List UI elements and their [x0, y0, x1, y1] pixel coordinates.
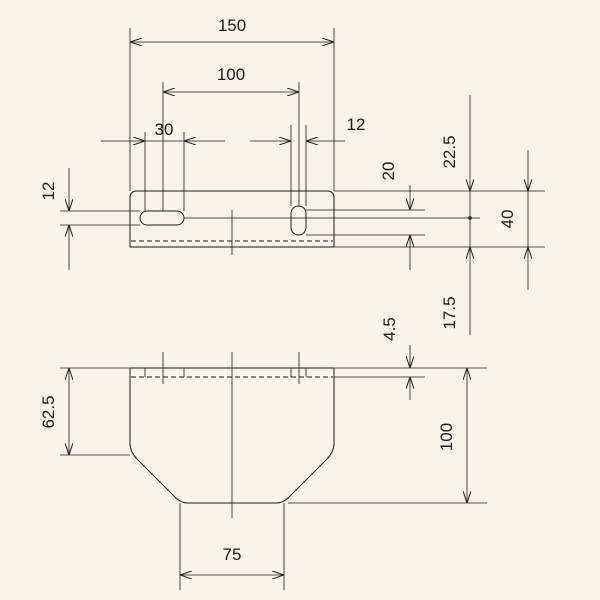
dimension-62-5: 62.5	[39, 368, 69, 455]
dimension-100-vertical: 100	[437, 368, 467, 503]
dimension-12-vertical-label: 12	[39, 182, 58, 201]
dimension-20: 20	[379, 162, 410, 270]
dimension-100-label: 100	[217, 65, 245, 84]
dimension-17-5-label: 17.5	[440, 296, 459, 329]
dimension-150-label: 150	[218, 16, 246, 35]
dimension-17-5: 17.5	[440, 247, 470, 335]
top-view	[129, 190, 335, 255]
dimension-40: 40	[498, 150, 528, 290]
dimension-75-label: 75	[223, 545, 242, 564]
dimension-100: 100	[163, 65, 299, 92]
dimension-30: 30	[101, 120, 225, 141]
dimension-22-5-label: 22.5	[440, 135, 459, 168]
dimension-4-5-label: 4.5	[380, 317, 399, 341]
left-slot	[139, 210, 185, 226]
center-point	[468, 216, 472, 220]
right-slot	[290, 205, 307, 236]
dimension-75: 75	[180, 545, 284, 575]
front-view-extension-lines	[60, 367, 487, 590]
dimension-22-5: 22.5	[440, 95, 472, 247]
dimension-100-vertical-label: 100	[437, 423, 456, 451]
dimension-30-label: 30	[155, 120, 174, 139]
dimension-12-horizontal-label: 12	[347, 115, 366, 134]
dimension-20-label: 20	[379, 162, 398, 181]
dimension-12-horizontal: 12	[250, 115, 365, 141]
top-view-extension-lines	[60, 28, 545, 248]
dimension-4-5: 4.5	[380, 317, 410, 400]
top-view-outline	[129, 190, 335, 248]
dimension-40-label: 40	[498, 210, 517, 229]
dimension-150: 150	[130, 16, 334, 42]
dimension-62-5-label: 62.5	[39, 395, 58, 428]
dimension-12-vertical: 12	[39, 168, 69, 270]
front-view	[129, 352, 335, 518]
